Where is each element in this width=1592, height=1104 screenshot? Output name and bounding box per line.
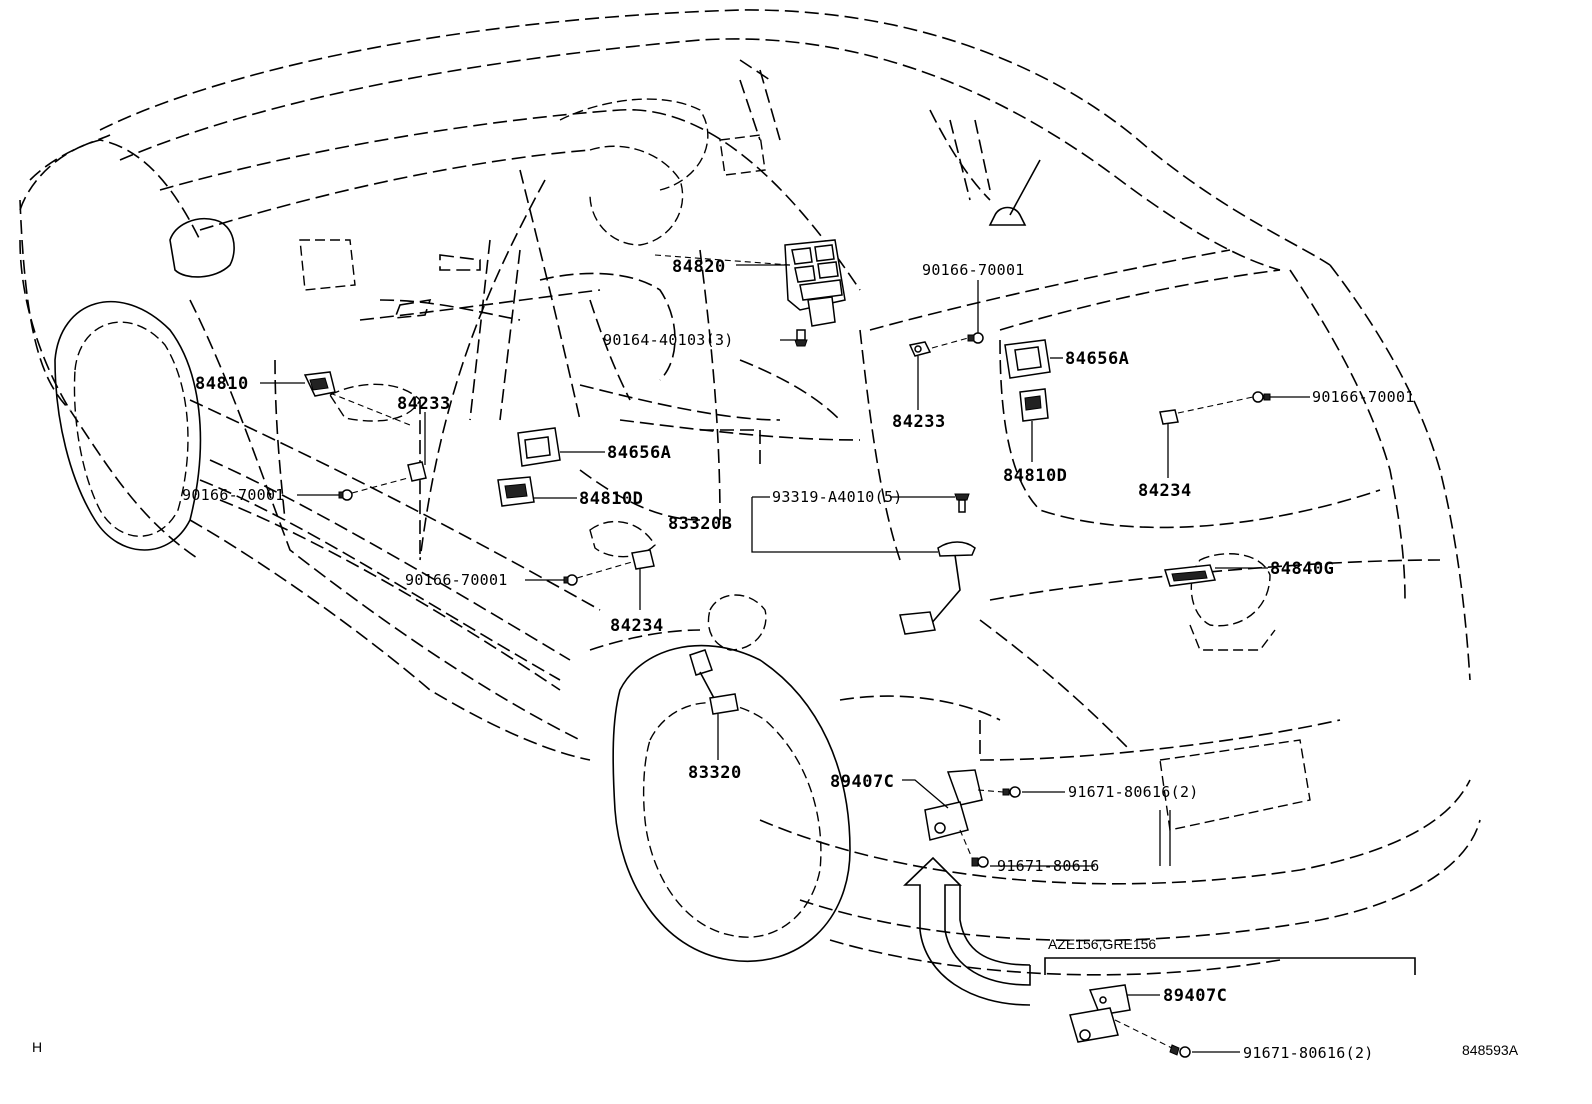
master-switch-84820 [784,239,846,327]
bolt-90166-top [967,332,984,344]
bolt-91671-a [1002,786,1021,798]
corner-mark-left: H [32,1039,42,1055]
switch-84810D-right [1019,388,1049,422]
leader-lines [260,254,1416,1053]
bolt-90166-right [1252,391,1271,403]
courtesy-switch-84234-center [631,549,655,570]
bolt-90166-left [338,489,353,501]
label-84656A-right: 84656A [1065,349,1129,369]
part-labels: 84820 90166-70001 90164-40103(3) 84656A … [32,257,1519,1062]
label-93319: 93319-A4010(5) [772,488,903,506]
label-91671-a: 91671-80616(2) [1068,783,1199,801]
label-90164: 90164-40103(3) [603,331,734,349]
label-84820: 84820 [672,257,726,277]
label-90166-right: 90166-70001 [1312,388,1415,406]
label-84233-left: 84233 [397,394,451,414]
label-90166-lower: 90166-70001 [405,571,508,589]
car-body-outline [19,9,1481,976]
switch-84810D-center [497,476,535,507]
label-89407C: 89407C [830,772,894,792]
label-84810-left: 84810 [195,374,249,394]
courtesy-switch-84234-right [1159,409,1179,425]
switch-84810-left [303,371,336,397]
screw-90164 [794,329,808,347]
label-83320B: 83320B [668,514,732,534]
parts [303,239,1271,1058]
label-84840G: 84840G [1270,559,1334,579]
label-89407C-inset: 89407C [1163,986,1227,1006]
courtesy-switch-84233-right [908,341,932,357]
label-84234-right: 84234 [1138,481,1192,501]
courtesy-switch-84233-left [407,461,427,482]
label-84234-center: 84234 [610,616,664,636]
label-84656A-center: 84656A [607,443,671,463]
label-83320: 83320 [688,763,742,783]
label-90166-top: 90166-70001 [922,261,1025,279]
label-91671-b: 91671-80616 [997,857,1100,875]
label-84810D-right: 84810D [1003,466,1067,486]
diagram-id: 848593A [1462,1042,1519,1058]
switch-84840G [1164,564,1216,587]
height-sensor-89407C-inset [1069,984,1131,1043]
label-91671-inset: 91671-80616(2) [1243,1044,1374,1062]
height-sensor-89407C [924,769,983,841]
window-switch-84656A-center [517,427,561,467]
bolt-91671-inset [1169,1044,1191,1058]
hatch-stay-83320B [899,541,976,635]
label-84233-right: 84233 [892,412,946,432]
screw-93319 [954,493,970,513]
bolt-90166-lower [563,574,578,586]
window-switch-84656A-right [1004,339,1051,379]
label-84810D-center: 84810D [579,489,643,509]
bolt-91671-b [971,856,989,868]
direction-arrow [903,856,1031,1006]
label-90166-left: 90166-70001 [182,486,285,504]
fuel-lid-opener-83320 [689,649,739,715]
inset-note: AZE156,GRE156 [1048,936,1156,952]
